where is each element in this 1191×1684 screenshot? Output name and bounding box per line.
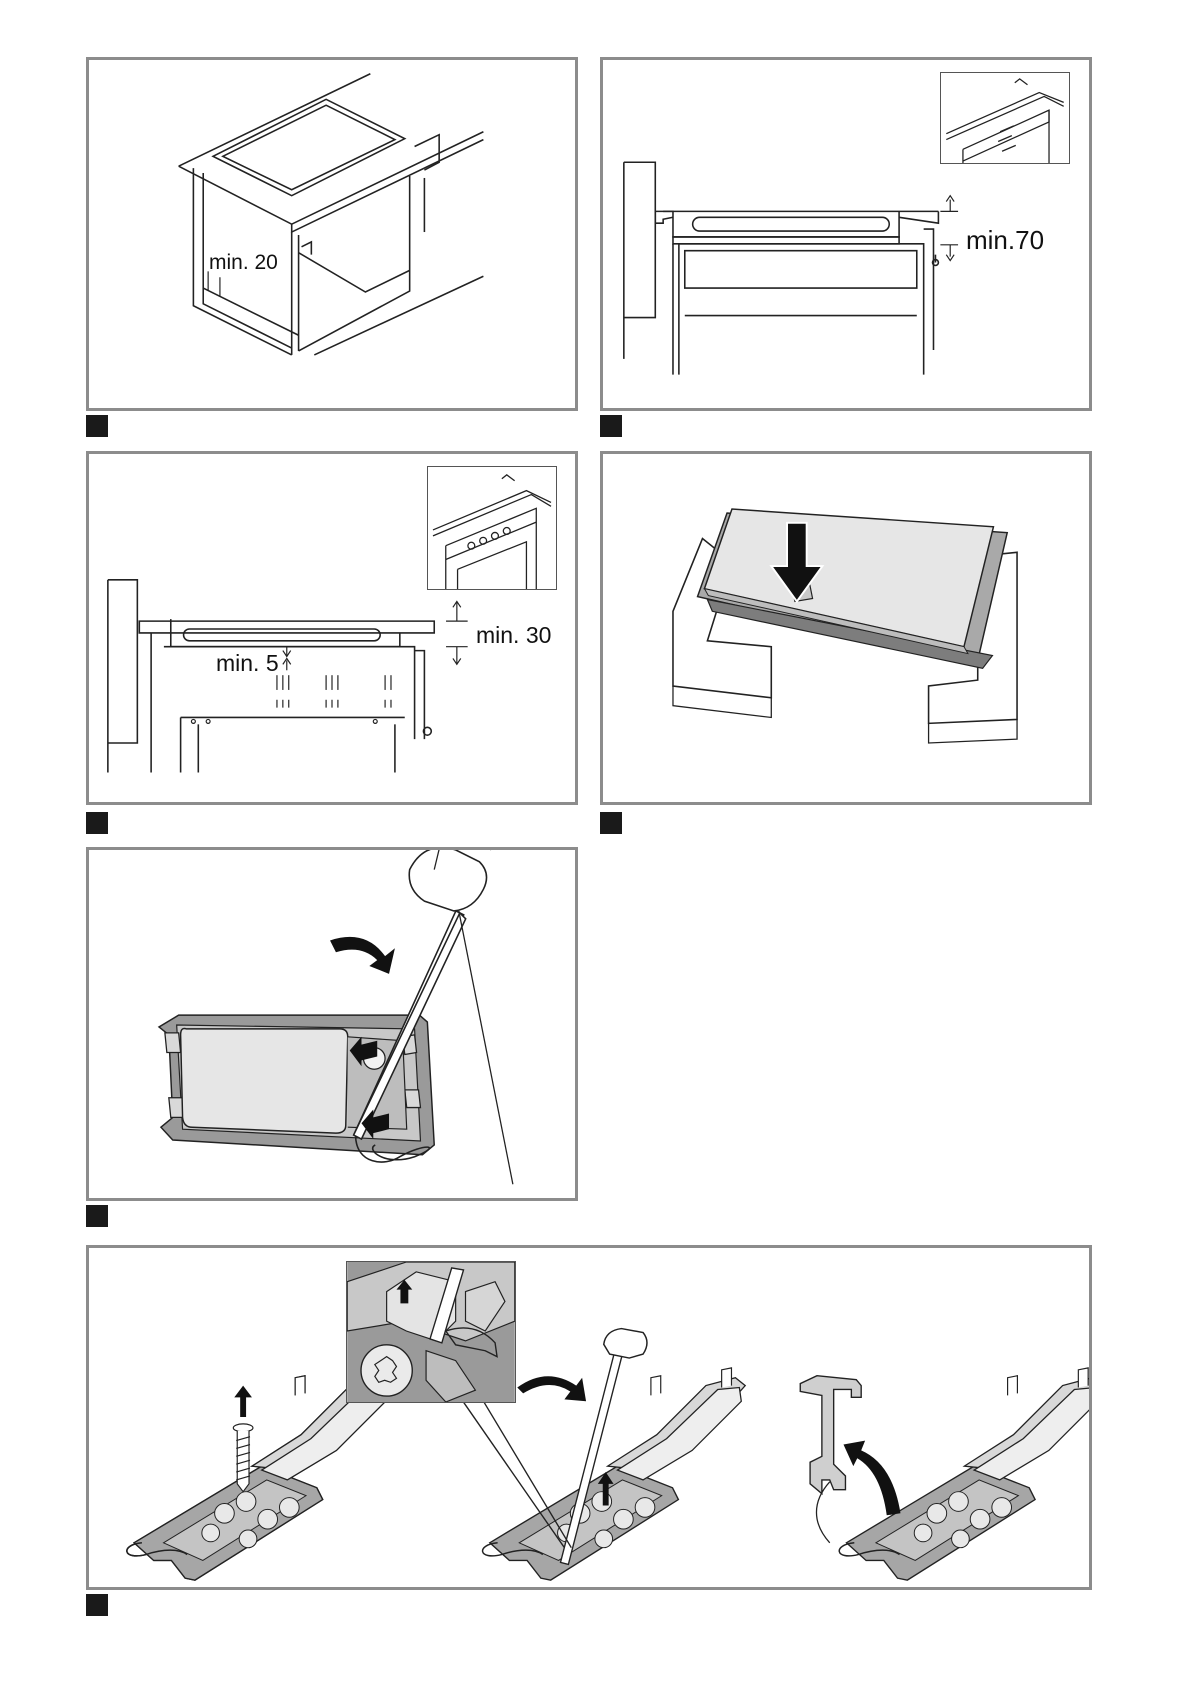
figure-3-marker <box>86 812 108 834</box>
figure-3-inset <box>427 466 557 590</box>
dimension-label-min-70: min.70 <box>966 227 1044 253</box>
dimension-label-min-30: min. 30 <box>476 624 551 647</box>
figure-2-marker <box>600 415 622 437</box>
dimension-label-min-20: min. 20 <box>209 252 278 273</box>
figure-6-inset <box>346 1261 516 1403</box>
figure-3-panel: min. 30 min. 5 <box>86 451 578 805</box>
figure-2-panel: min.70 <box>600 57 1092 411</box>
figure-6-drawing <box>89 1248 1089 1587</box>
figure-5-drawing <box>89 850 575 1198</box>
figure-4-marker <box>600 812 622 834</box>
figure-6-marker <box>86 1594 108 1616</box>
dimension-label-min-5: min. 5 <box>216 652 279 675</box>
figure-4-drawing <box>603 454 1089 802</box>
figure-4-panel <box>600 451 1092 805</box>
figure-6-panel <box>86 1245 1092 1590</box>
figure-1-drawing <box>89 60 575 408</box>
figure-2-inset <box>940 72 1070 164</box>
figure-1-panel: min. 20 <box>86 57 578 411</box>
figure-1-marker <box>86 415 108 437</box>
figure-5-panel <box>86 847 578 1201</box>
figure-5-marker <box>86 1205 108 1227</box>
